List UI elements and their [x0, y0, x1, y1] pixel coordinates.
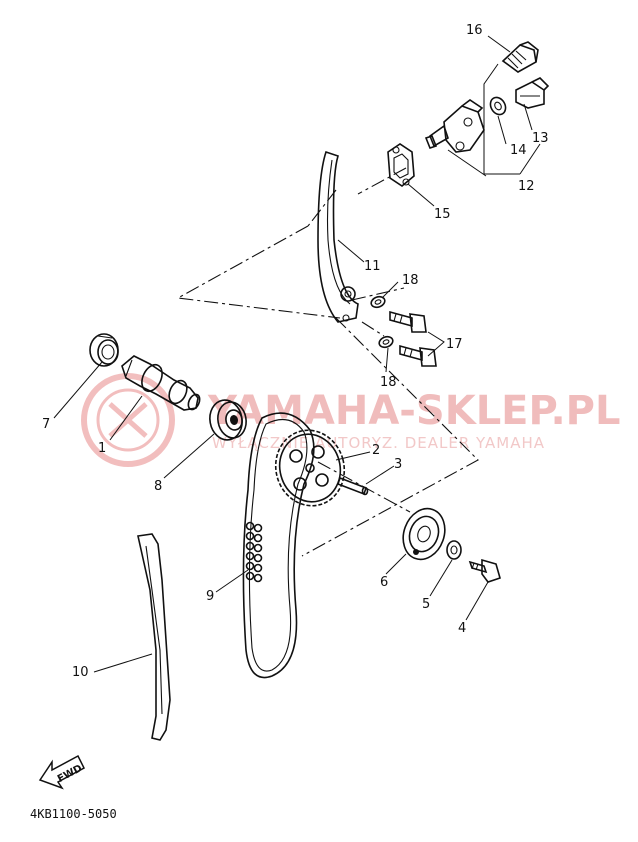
callout-14: 14: [510, 143, 527, 158]
watermark-brand: YAMAHA-SKLEP.PL: [207, 388, 620, 434]
part-16-bolt: [501, 41, 539, 73]
chain-links: [245, 521, 263, 583]
callout-18-bottom: 18: [380, 375, 397, 390]
part-13-cap-bolt: [515, 77, 550, 109]
callout-15: 15: [434, 207, 451, 222]
assembly-frame: [176, 167, 479, 557]
callout-9: 9: [206, 589, 214, 604]
part-3-pin: [336, 476, 369, 496]
part-4-bolt: [468, 558, 501, 583]
callout-11: 11: [364, 259, 381, 274]
part-12-tensioner: [424, 99, 485, 153]
callout-7: 7: [42, 417, 50, 432]
callout-3: 3: [394, 457, 402, 472]
callouts: 16 13 14 12 15 11 18 17 18 7 1 2 3 8 6 9…: [42, 23, 549, 680]
leader-lines: [53, 35, 541, 673]
part-17-bolts: [389, 310, 437, 367]
part-15-gasket: [387, 143, 415, 187]
callout-2: 2: [372, 443, 380, 458]
callout-8: 8: [154, 479, 162, 494]
callout-5: 5: [422, 597, 430, 612]
part-6-plate: [402, 507, 446, 561]
part-11-chain-guide: [317, 150, 359, 323]
part-1-camshaft: [121, 355, 201, 411]
watermark: YAMAHA-SKLEP.PL WYŁĄCZNIE AUTORYZ. DEALE…: [81, 373, 620, 467]
watermark-logo: [81, 373, 175, 467]
callout-13: 13: [532, 131, 549, 146]
part-5-washer: [446, 540, 462, 560]
callout-12: 12: [518, 179, 535, 194]
diagram-code: 4KB1100-5050: [30, 807, 117, 821]
callout-16: 16: [466, 23, 483, 38]
callout-4: 4: [458, 621, 466, 636]
callout-18-top: 18: [402, 273, 419, 288]
callout-6: 6: [380, 575, 388, 590]
part-2-cam-sprocket: [274, 429, 346, 507]
part-9-timing-chain: [242, 412, 315, 679]
callout-10: 10: [72, 665, 89, 680]
part-8-bearing: [209, 399, 247, 441]
callout-17: 17: [446, 337, 463, 352]
part-10-chain-guide: [137, 533, 171, 741]
part-18-washers: [370, 295, 394, 349]
part-14-washer: [489, 96, 507, 116]
part-7-bearing: [89, 333, 119, 367]
fwd-arrow: FWD: [38, 754, 85, 790]
callout-1: 1: [98, 441, 106, 456]
